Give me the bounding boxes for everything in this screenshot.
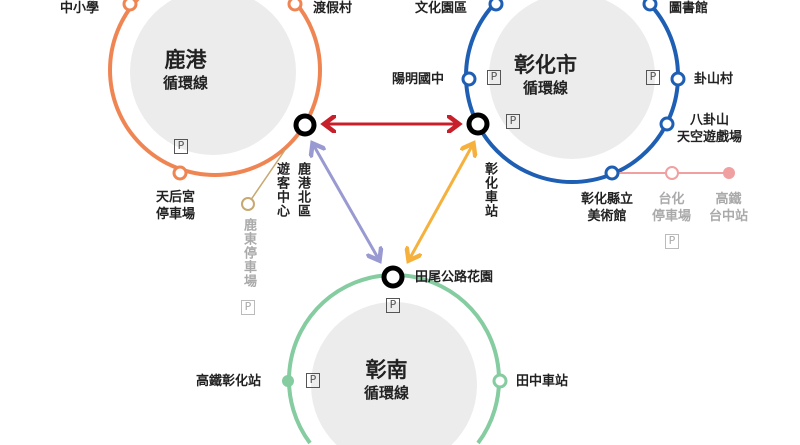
station-dot[interactable] — [122, 0, 138, 12]
parking-icon: P — [386, 298, 400, 313]
zhangnan-line-sub: 循環線 — [364, 384, 410, 402]
parking-icon: P — [174, 139, 188, 154]
yellow-connector-arrow — [410, 146, 472, 258]
station-dot[interactable] — [723, 167, 735, 179]
parking-icon: P — [241, 300, 255, 315]
zhangnan-center-fill — [311, 302, 477, 445]
changhua-line-name: 彰化市 — [514, 53, 577, 77]
station-dot[interactable] — [642, 0, 658, 12]
parking-icon: P — [665, 234, 679, 249]
zhangnan-line-title: 彰南循環線 — [364, 357, 409, 403]
station-label[interactable]: 陽明國中 — [392, 72, 445, 87]
station-label[interactable]: 天后宮 停車場 — [156, 190, 196, 222]
station-dot[interactable] — [659, 116, 675, 132]
station-dot[interactable] — [665, 166, 679, 180]
purple-connector-arrow — [314, 146, 378, 258]
parking-icon: P — [487, 70, 501, 85]
station-dot[interactable] — [282, 375, 294, 387]
hub-tianwei[interactable] — [381, 265, 405, 289]
station-dot[interactable] — [172, 165, 188, 181]
changhua-line-sub: 循環線 — [522, 79, 568, 97]
lukang-line-name: 鹿港 — [164, 48, 207, 72]
hub-lukang-north[interactable] — [293, 113, 317, 137]
changhua-line-title: 彰化市循環線 — [514, 52, 577, 98]
station-label[interactable]: 田尾公路花園 — [415, 270, 494, 285]
changhua-center-fill — [489, 0, 655, 159]
station-dot[interactable] — [241, 197, 255, 211]
station-label[interactable]: 中小學 — [60, 1, 100, 16]
station-dot[interactable] — [604, 165, 620, 181]
station-label[interactable]: 高鐵 台中站 — [709, 192, 749, 224]
station-label[interactable]: 鹿東停車場 — [241, 218, 256, 288]
station-label[interactable]: 遊客中心 — [274, 162, 289, 218]
station-label[interactable]: 文化園區 — [415, 1, 468, 16]
station-label[interactable]: 台化 停車場 — [652, 192, 692, 224]
station-dot[interactable] — [488, 0, 504, 12]
lukang-line-title: 鹿港循環線 — [163, 47, 208, 93]
parking-icon: P — [646, 70, 660, 85]
station-label[interactable]: 鹿港北區 — [295, 162, 310, 218]
station-label[interactable]: 圖書館 — [669, 1, 709, 16]
lukang-center-fill — [130, 0, 296, 155]
lukang-line-sub: 循環線 — [163, 74, 209, 92]
parking-icon: P — [506, 114, 520, 129]
station-label[interactable]: 彰化車站 — [482, 162, 497, 218]
station-label[interactable]: 高鐵彰化站 — [196, 374, 262, 389]
station-dot[interactable] — [287, 0, 303, 12]
station-label[interactable]: 彰化縣立 美術館 — [581, 192, 634, 224]
station-label[interactable]: 卦山村 — [694, 72, 734, 87]
parking-icon: P — [306, 373, 320, 388]
station-label[interactable]: 田中車站 — [516, 374, 569, 389]
station-label[interactable]: 八卦山 天空遊戲場 — [677, 113, 743, 145]
station-dot[interactable] — [492, 373, 508, 389]
station-label[interactable]: 渡假村 — [313, 1, 353, 16]
lukang-east-branch — [247, 149, 286, 205]
station-dot[interactable] — [461, 71, 477, 87]
lukang-loop-line[interactable] — [108, 0, 322, 177]
zhangnan-line-name: 彰南 — [365, 358, 408, 382]
station-dot[interactable] — [670, 71, 686, 87]
hub-changhua-station[interactable] — [466, 112, 490, 136]
